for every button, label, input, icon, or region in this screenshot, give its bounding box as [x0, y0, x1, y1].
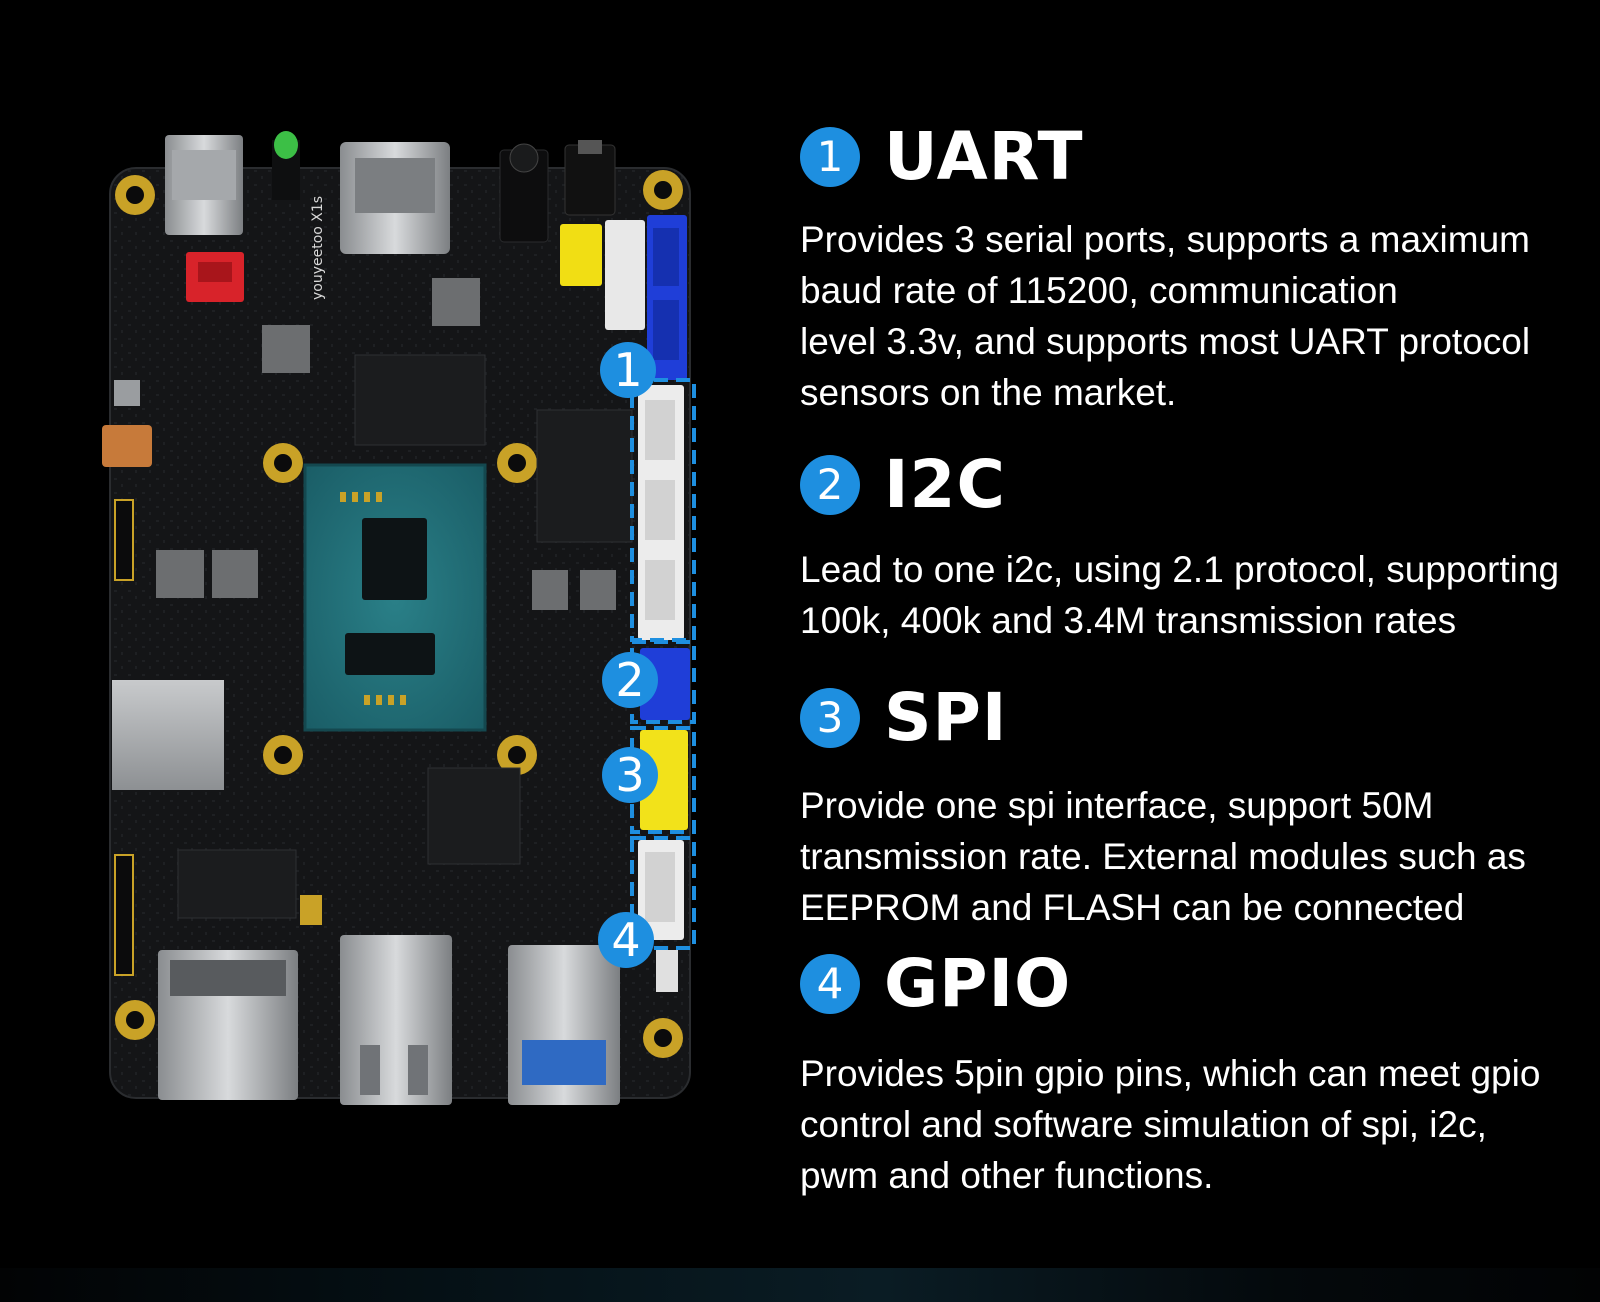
number-badge: 1 [800, 126, 860, 187]
side-white-connectors [638, 385, 684, 940]
feature-description-uart: Provides 3 serial ports, supports a maxi… [800, 214, 1590, 418]
feature-heading-spi: 3 SPI [800, 679, 1007, 756]
bottom-gradient-strip [0, 1268, 1600, 1302]
left-pin-headers [114, 499, 134, 976]
description-line: pwm and other functions. [800, 1155, 1214, 1196]
number-badge: 3 [800, 687, 860, 748]
feature-title: UART [884, 118, 1084, 195]
feature-description-gpio: Provides 5pin gpio pins, which can meet … [800, 1048, 1590, 1201]
feature-description-spi: Provide one spi interface, support 50M t… [800, 780, 1590, 933]
ethernet-transformer [177, 849, 297, 919]
number-badge: 4 [800, 953, 860, 1014]
description-line: Lead to one i2c, using 2.1 protocol, sup… [800, 549, 1560, 590]
soc-package [303, 463, 487, 732]
svg-text:2: 2 [615, 653, 644, 707]
callout-4: 4 [598, 912, 654, 968]
number-badge: 2 [800, 454, 860, 515]
description-line: transmission rate. External modules such… [800, 836, 1526, 877]
memory-chips [354, 354, 633, 865]
description-line: 100k, 400k and 3.4M transmission rates [800, 600, 1457, 641]
bottom-ports [158, 935, 678, 1105]
sbc-board-illustration: youyeetoo X1s 1 2 3 4 [102, 131, 696, 1105]
description-line: level 3.3v, and supports most UART proto… [800, 321, 1531, 362]
fan-connector-yellow [560, 224, 602, 286]
white-connector-top [605, 220, 645, 330]
description-line: baud rate of 115200, communication [800, 270, 1398, 311]
feature-title: SPI [884, 679, 1008, 756]
soc-capacitors [340, 492, 406, 705]
power-components [102, 278, 616, 610]
feature-heading-i2c: 2 I2C [800, 446, 1006, 523]
feature-description-i2c: Lead to one i2c, using 2.1 protocol, sup… [800, 544, 1590, 646]
description-line: Provides 5pin gpio pins, which can meet … [800, 1053, 1541, 1094]
feature-heading-gpio: 4 GPIO [800, 945, 1071, 1022]
feature-heading-uart: 1 UART [800, 118, 1084, 195]
callout-3: 3 [602, 747, 658, 803]
uart-connectors [647, 215, 687, 380]
description-line: EEPROM and FLASH can be connected [800, 887, 1465, 928]
feature-title: GPIO [884, 945, 1072, 1022]
svg-text:4: 4 [611, 913, 640, 967]
description-line: control and software simulation of spi, … [800, 1104, 1487, 1145]
callout-2: 2 [602, 652, 658, 708]
svg-text:1: 1 [613, 343, 642, 397]
mounting-holes [115, 170, 683, 1058]
description-line: Provide one spi interface, support 50M [800, 785, 1434, 826]
microsd-slot [112, 680, 224, 790]
callout-1: 1 [600, 342, 656, 398]
top-connectors [165, 131, 616, 254]
description-line: Provides 3 serial ports, supports a maxi… [800, 219, 1530, 260]
feature-title: I2C [884, 446, 1006, 523]
silkscreen-model: youyeetoo X1s [310, 196, 326, 300]
svg-text:3: 3 [615, 748, 644, 802]
description-line: sensors on the market. [800, 372, 1177, 413]
spi-connector-yellow [640, 730, 688, 830]
